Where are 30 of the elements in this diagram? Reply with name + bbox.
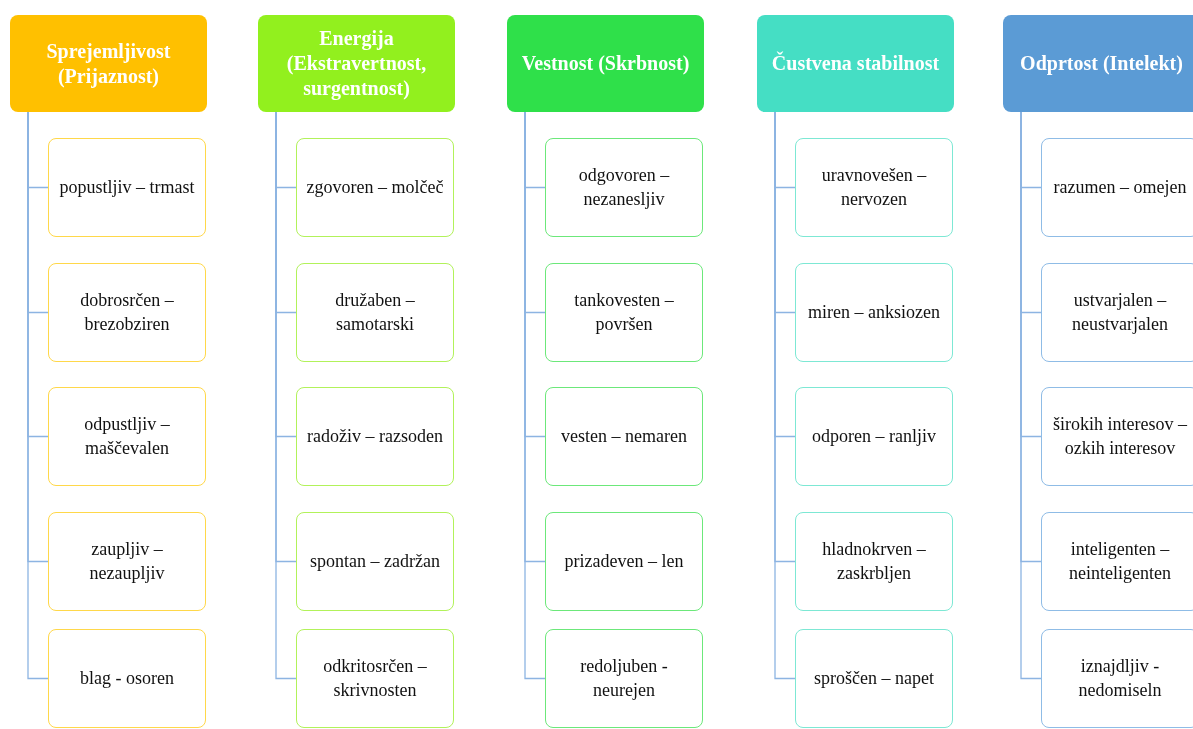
trait-box: širokih interesov – ozkih interesov bbox=[1041, 387, 1193, 486]
trait-box: spontan – zadržan bbox=[296, 512, 454, 611]
trait-box: inteligenten – neinteligenten bbox=[1041, 512, 1193, 611]
trait-box: zaupljiv – nezaupljiv bbox=[48, 512, 206, 611]
trait-box: redoljuben - neurejen bbox=[545, 629, 703, 728]
category-header: Energija (Ekstravertnost, surgentnost) bbox=[258, 15, 455, 112]
trait-box: tankovesten – površen bbox=[545, 263, 703, 362]
trait-box: blag - osoren bbox=[48, 629, 206, 728]
trait-box: vesten – nemaren bbox=[545, 387, 703, 486]
trait-box: družaben – samotarski bbox=[296, 263, 454, 362]
trait-box: dobrosrčen – brezobziren bbox=[48, 263, 206, 362]
category-header: Vestnost (Skrbnost) bbox=[507, 15, 704, 112]
category-header: Čustvena stabilnost bbox=[757, 15, 954, 112]
trait-box: hladnokrven – zaskrbljen bbox=[795, 512, 953, 611]
trait-box: razumen – omejen bbox=[1041, 138, 1193, 237]
trait-box: radoživ – razsoden bbox=[296, 387, 454, 486]
category-header: Odprtost (Intelekt) bbox=[1003, 15, 1193, 112]
trait-box: odporen – ranljiv bbox=[795, 387, 953, 486]
trait-box: iznajdljiv - nedomiseln bbox=[1041, 629, 1193, 728]
trait-box: odpustljiv – maščevalen bbox=[48, 387, 206, 486]
trait-box: odgovoren – nezanesljiv bbox=[545, 138, 703, 237]
trait-box: uravnovešen – nervozen bbox=[795, 138, 953, 237]
trait-box: popustljiv – trmast bbox=[48, 138, 206, 237]
trait-box: sproščen – napet bbox=[795, 629, 953, 728]
trait-box: odkritosrčen – skrivnosten bbox=[296, 629, 454, 728]
trait-box: prizadeven – len bbox=[545, 512, 703, 611]
trait-box: miren – anksiozen bbox=[795, 263, 953, 362]
trait-box: ustvarjalen – neustvarjalen bbox=[1041, 263, 1193, 362]
trait-box: zgovoren – molčeč bbox=[296, 138, 454, 237]
category-header: Sprejemljivost (Prijaznost) bbox=[10, 15, 207, 112]
